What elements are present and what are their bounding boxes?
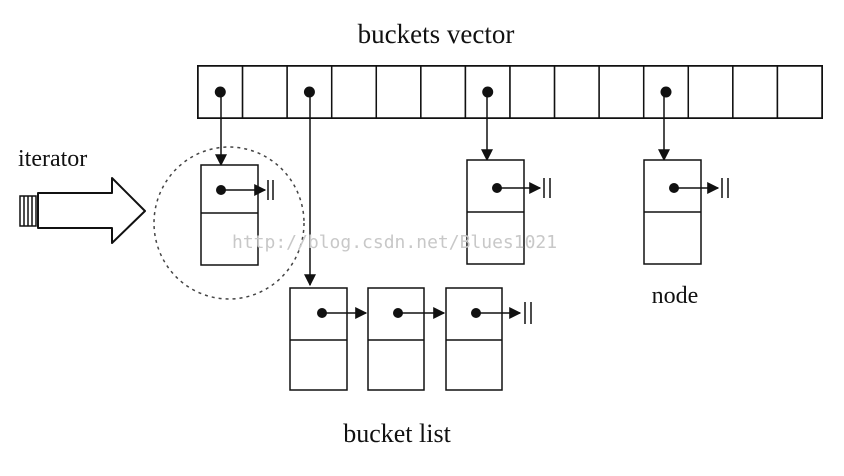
bucket-slot-11 xyxy=(687,65,734,119)
iterator-arrow-tail xyxy=(19,195,37,227)
bucket-slot-1 xyxy=(241,65,288,119)
diagram-title: buckets vector xyxy=(358,19,515,49)
bucket-list-label: bucket list xyxy=(343,419,451,448)
list-node-2 xyxy=(367,287,446,391)
bucket-slot-13 xyxy=(776,65,823,119)
iterator-label: iterator xyxy=(18,146,87,172)
list-node-3 xyxy=(445,287,532,391)
bucket-slot-3 xyxy=(330,65,378,119)
iterator-arrow-icon xyxy=(19,177,146,244)
node-bucket-10 xyxy=(643,159,729,265)
node-bucket-6 xyxy=(466,159,551,265)
bucket-slot-8 xyxy=(553,65,600,119)
bucket-slot-4 xyxy=(375,65,422,119)
node-label: node xyxy=(652,283,699,309)
null-terminator-icon xyxy=(524,302,532,324)
bucket-pointer-dot-10 xyxy=(660,86,672,98)
list-node-1 xyxy=(289,287,368,391)
null-terminator-icon xyxy=(543,178,551,198)
null-terminator-icon xyxy=(267,180,274,200)
bucket-slot-5 xyxy=(420,65,467,119)
buckets-vector xyxy=(197,65,823,119)
bucket-slot-12 xyxy=(732,65,779,119)
node-bucket-0 xyxy=(200,164,274,266)
bucket-slot-9 xyxy=(598,65,645,119)
watermark: http://blog.csdn.net/Blues1021 xyxy=(232,232,557,253)
null-terminator-icon xyxy=(721,178,729,198)
iterator-highlight-circle xyxy=(153,146,305,300)
bucket-list-chain xyxy=(289,287,532,391)
bucket-slot-7 xyxy=(509,65,556,119)
